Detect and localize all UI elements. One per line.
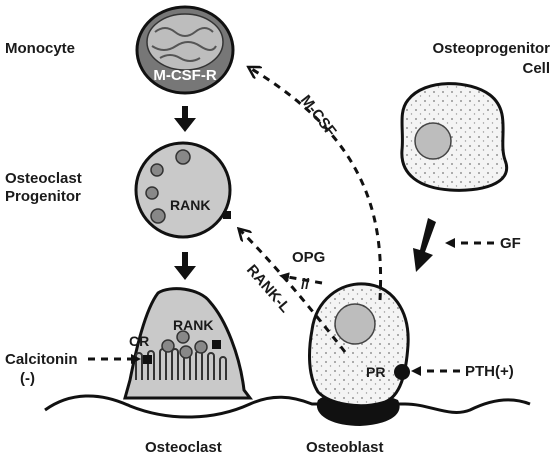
osteoclast-label: Osteoclast	[145, 439, 222, 456]
arrow-opg	[279, 272, 323, 285]
calcitonin-sign: (-)	[20, 370, 35, 387]
calcitonin-label: Calcitonin	[5, 351, 78, 368]
mcsf-r-receptor-label: M-CSF-R	[153, 67, 216, 84]
osteoprogenitor-label-line1: Osteoprogenitor	[432, 40, 550, 57]
rank-osteoclast-label: RANK	[173, 317, 213, 333]
monocyte-cell	[135, 5, 235, 95]
arrow-progenitor-to-osteoclast	[174, 252, 196, 280]
osteoblast-nucleus	[334, 303, 376, 345]
arrow-rank-l	[240, 230, 347, 353]
cr-receptor-mark	[143, 355, 152, 364]
osteoprogenitor-nucleus	[414, 122, 452, 160]
osteoblast-cell	[308, 282, 410, 426]
osteoprogenitor-label-line2: Cell	[522, 60, 550, 77]
rank-receptor-mark	[223, 211, 231, 219]
osteoblast-label: Osteoblast	[306, 439, 384, 456]
opg-label: OPG	[292, 249, 325, 266]
rank-progenitor-label: RANK	[170, 197, 210, 213]
rank-osteoclast-receptor-mark	[212, 340, 221, 349]
osteoclast-progenitor-label-line1: Osteoclast	[5, 170, 82, 187]
osteoclast-progenitor-label-line2: Progenitor	[5, 188, 81, 205]
arrow-monocyte-to-progenitor	[174, 106, 196, 132]
opg-block-mark: //	[301, 276, 310, 293]
pth-label: PTH(+)	[465, 363, 514, 380]
arrow-mcsf	[250, 68, 383, 301]
bone-surface-line	[44, 394, 531, 419]
monocyte-label: Monocyte	[5, 40, 75, 57]
gf-label: GF	[500, 235, 521, 252]
cr-label: CR	[129, 333, 149, 349]
osteoclast-cell	[123, 287, 253, 400]
rank-l-label: RANK-L	[243, 261, 294, 316]
arrow-osteoprogenitor-to-osteoblast	[413, 218, 436, 272]
osteoclast-progenitor-cell	[134, 141, 232, 239]
mcsf-label: M-CSF	[297, 92, 340, 140]
pth-receptor-mark	[394, 364, 410, 380]
osteoprogenitor-cell	[400, 82, 509, 192]
pr-label: PR	[366, 364, 385, 380]
